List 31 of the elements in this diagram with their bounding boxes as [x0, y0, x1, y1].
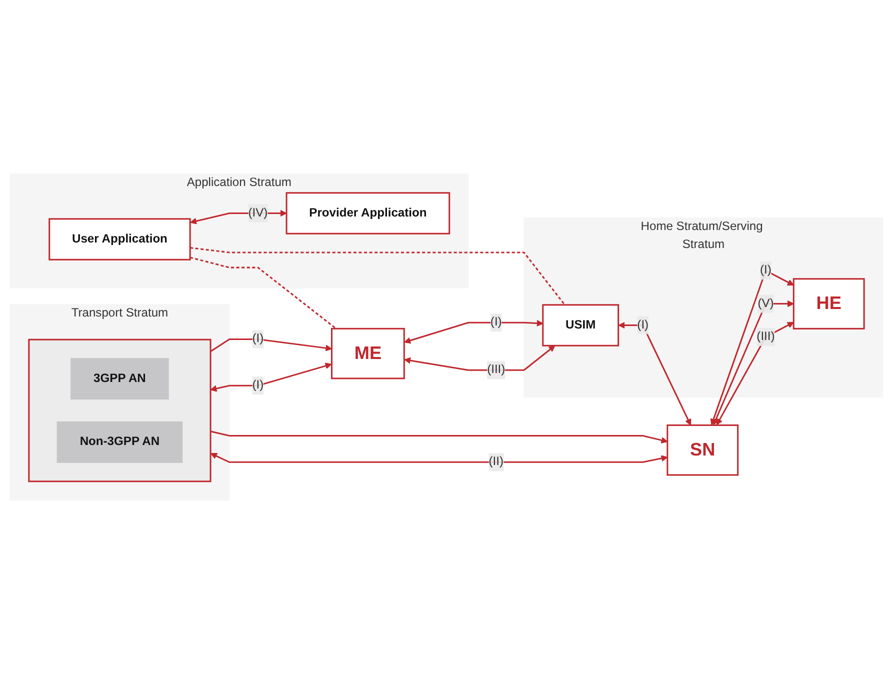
connector [190, 257, 337, 330]
edge-label: (I) [760, 264, 772, 277]
node-box: Provider Application [286, 192, 450, 235]
edge-label: (III) [487, 364, 506, 377]
edge-label: (IV) [248, 206, 268, 220]
node-box: HE [792, 278, 865, 330]
node-box: User Application [48, 218, 191, 261]
edge-label: (III) [756, 330, 775, 344]
node-box: Non-3GPP AN [56, 422, 183, 464]
node-box: 3GPP AN [70, 358, 169, 400]
arrow [210, 453, 668, 464]
arrow [404, 346, 556, 372]
edge-label: (V) [758, 297, 774, 310]
arrow [618, 322, 692, 426]
edge-label: (I) [252, 332, 264, 346]
arrow [210, 431, 668, 444]
edge-label: (II) [488, 456, 504, 469]
arrow [404, 320, 544, 344]
node-box: USIM [542, 304, 620, 347]
edge-label: (I) [252, 379, 264, 392]
arrow [716, 322, 794, 426]
node-box: ME [331, 328, 405, 380]
cluster [28, 339, 212, 482]
arrow [712, 300, 794, 426]
arrow [210, 338, 332, 352]
arrow [190, 210, 287, 225]
connector [190, 247, 566, 306]
edge-label: (I) [490, 316, 502, 330]
arrow [210, 363, 332, 392]
node-box: SN [666, 424, 739, 476]
edge-label: (I) [637, 318, 649, 332]
